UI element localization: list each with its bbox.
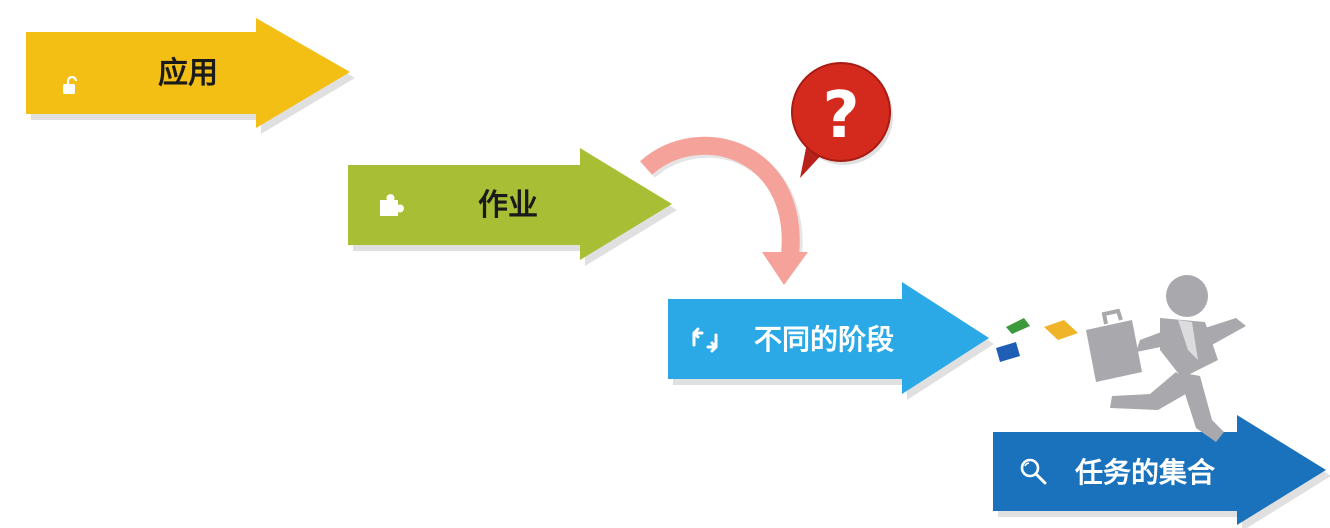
question-bubble-icon: ? <box>791 62 893 178</box>
arrow-shape <box>26 18 355 134</box>
flying-papers-icon <box>996 318 1078 362</box>
step-label: 不同的阶段 <box>754 323 895 356</box>
arrow-shape <box>348 148 677 266</box>
step-label: 作业 <box>478 188 538 223</box>
arrow-shape <box>668 282 994 400</box>
question-mark: ? <box>822 79 859 153</box>
step-arrow-job: 作业 <box>348 148 677 266</box>
puzzle-piece-icon <box>378 192 406 222</box>
step-arrow-task-collection: 任务的集合 <box>993 415 1330 528</box>
step-arrow-apply: 应用 <box>22 18 357 134</box>
step-label: 任务的集合 <box>1075 456 1216 489</box>
step-label: 应用 <box>158 56 218 91</box>
swap-arrows-icon <box>688 327 722 357</box>
step-arrow-stages: 不同的阶段 <box>668 282 994 400</box>
search-icon <box>1019 457 1049 491</box>
unlock-icon <box>62 75 80 98</box>
arrow-shape <box>993 415 1330 528</box>
